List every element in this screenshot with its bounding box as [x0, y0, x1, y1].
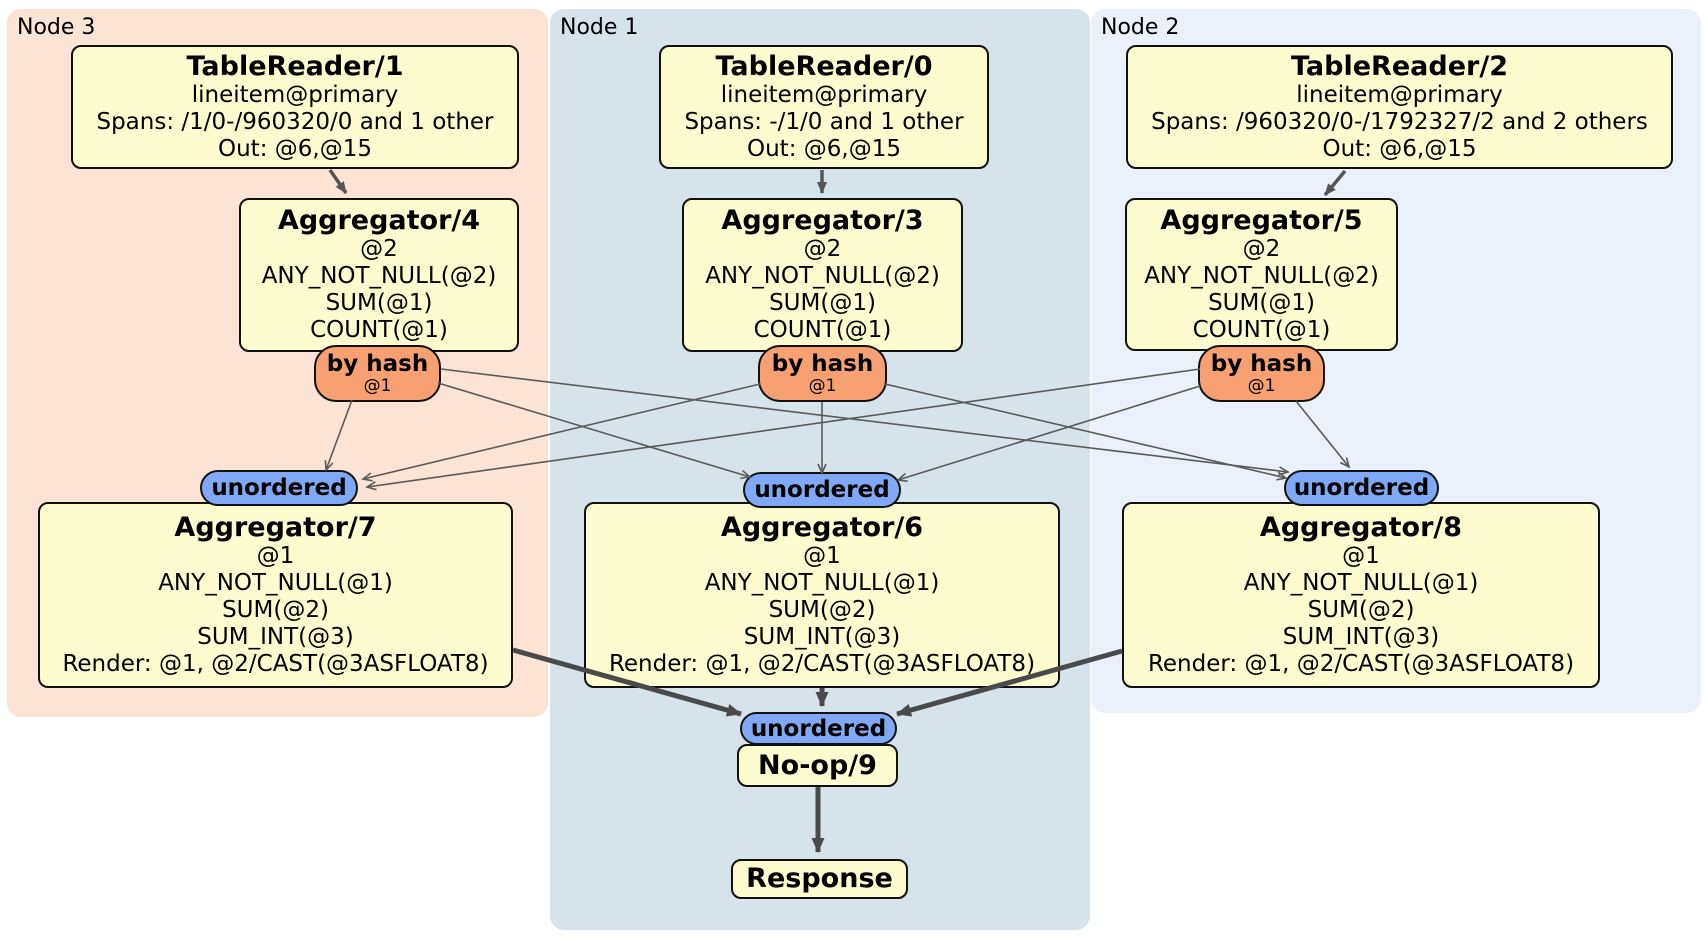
- tablereader-0-title: TableReader/0: [715, 50, 933, 82]
- tablereader-1-index: lineitem@primary: [191, 81, 399, 108]
- node-3-label: Node 3: [17, 15, 96, 40]
- tablereader-2-title: TableReader/2: [1291, 50, 1508, 82]
- aggregator-4-title: Aggregator/4: [277, 205, 481, 236]
- aggregator-3-fn3: COUNT(@1): [753, 317, 892, 343]
- aggregator-6-group: @1: [803, 542, 841, 569]
- response-title: Response: [746, 863, 893, 894]
- hash-router-node2: by hash @1: [1198, 345, 1325, 402]
- aggregator-5-fn2: SUM(@1): [1208, 289, 1315, 316]
- tablereader-1-spans: Spans: /1/0-/960320/0 and 1 other: [96, 108, 494, 135]
- hash-router-column: @1: [363, 375, 392, 396]
- aggregator-7-fn2: SUM(@2): [222, 596, 329, 623]
- unordered-sync-node1: unordered: [743, 472, 901, 508]
- hash-router-label: by hash: [326, 350, 429, 377]
- aggregator-5-box: Aggregator/5 @2 ANY_NOT_NULL(@2) SUM(@1)…: [1125, 198, 1398, 351]
- aggregator-3-fn1: ANY_NOT_NULL(@2): [705, 263, 940, 289]
- aggregator-7-box: Aggregator/7 @1 ANY_NOT_NULL(@1) SUM(@2)…: [38, 502, 513, 688]
- tablereader-0-index: lineitem@primary: [720, 81, 928, 108]
- tablereader-2-spans: Spans: /960320/0-/1792327/2 and 2 others: [1151, 108, 1648, 135]
- aggregator-8-box: Aggregator/8 @1 ANY_NOT_NULL(@1) SUM(@2)…: [1122, 502, 1600, 688]
- aggregator-4-box: Aggregator/4 @2 ANY_NOT_NULL(@2) SUM(@1)…: [239, 198, 519, 352]
- tablereader-0-box: TableReader/0 lineitem@primary Spans: -/…: [659, 45, 989, 169]
- aggregator-6-fn3: SUM_INT(@3): [743, 623, 901, 650]
- aggregator-8-title: Aggregator/8: [1259, 511, 1463, 543]
- unordered-sync-node3: unordered: [200, 470, 358, 506]
- node-2-label: Node 2: [1101, 15, 1180, 40]
- aggregator-4-fn2: SUM(@1): [325, 290, 433, 316]
- aggregator-8-fn2: SUM(@2): [1307, 596, 1415, 623]
- aggregator-4-fn1: ANY_NOT_NULL(@2): [261, 263, 497, 289]
- hash-router-column: @1: [1247, 375, 1276, 396]
- tablereader-0-spans: Spans: -/1/0 and 1 other: [684, 108, 964, 135]
- aggregator-6-fn2: SUM(@2): [768, 596, 876, 623]
- aggregator-3-group: @2: [803, 236, 842, 262]
- aggregator-4-group: @2: [360, 236, 398, 262]
- aggregator-3-box: Aggregator/3 @2 ANY_NOT_NULL(@2) SUM(@1)…: [682, 198, 963, 352]
- aggregator-8-fn3: SUM_INT(@3): [1282, 623, 1440, 650]
- unordered-sync-final: unordered: [740, 712, 897, 745]
- aggregator-8-fn1: ANY_NOT_NULL(@1): [1243, 569, 1479, 596]
- hash-router-node1: by hash @1: [758, 345, 887, 402]
- hash-router-node3: by hash @1: [314, 345, 441, 402]
- aggregator-8-group: @1: [1342, 542, 1380, 569]
- hash-router-column: @1: [808, 375, 837, 396]
- aggregator-7-render: Render: @1, @2/CAST(@3ASFLOAT8): [62, 650, 489, 677]
- aggregator-3-fn2: SUM(@1): [769, 290, 876, 316]
- aggregator-5-group: @2: [1242, 235, 1281, 262]
- aggregator-5-fn1: ANY_NOT_NULL(@2): [1144, 262, 1379, 289]
- node-1-label: Node 1: [560, 15, 639, 40]
- aggregator-6-render: Render: @1, @2/CAST(@3ASFLOAT8): [608, 650, 1036, 677]
- noop-title: No-op/9: [758, 749, 877, 781]
- aggregator-5-title: Aggregator/5: [1160, 204, 1363, 236]
- aggregator-8-render: Render: @1, @2/CAST(@3ASFLOAT8): [1147, 650, 1575, 677]
- tablereader-2-box: TableReader/2 lineitem@primary Spans: /9…: [1126, 45, 1673, 169]
- tablereader-1-title: TableReader/1: [186, 50, 404, 82]
- unordered-sync-node2: unordered: [1284, 470, 1439, 506]
- tablereader-2-out: Out: @6,@15: [1322, 135, 1477, 162]
- unordered-sync-label: unordered: [211, 475, 347, 501]
- aggregator-5-fn3: COUNT(@1): [1192, 316, 1331, 343]
- aggregator-7-title: Aggregator/7: [174, 511, 377, 543]
- aggregator-7-fn3: SUM_INT(@3): [197, 623, 354, 650]
- tablereader-1-out: Out: @6,@15: [218, 135, 372, 162]
- aggregator-7-group: @1: [256, 542, 295, 569]
- aggregator-7-fn1: ANY_NOT_NULL(@1): [158, 569, 393, 596]
- aggregator-6-box: Aggregator/6 @1 ANY_NOT_NULL(@1) SUM(@2)…: [584, 502, 1060, 688]
- hash-router-label: by hash: [771, 350, 874, 377]
- aggregator-3-title: Aggregator/3: [721, 205, 924, 236]
- hash-router-label: by hash: [1210, 350, 1313, 377]
- aggregator-6-title: Aggregator/6: [720, 511, 924, 543]
- response-box: Response: [731, 859, 908, 899]
- unordered-sync-label: unordered: [754, 477, 890, 503]
- noop-box: No-op/9: [737, 744, 898, 787]
- tablereader-2-index: lineitem@primary: [1296, 81, 1503, 108]
- tablereader-0-out: Out: @6,@15: [747, 135, 901, 162]
- aggregator-4-fn3: COUNT(@1): [310, 317, 448, 343]
- tablereader-1-box: TableReader/1 lineitem@primary Spans: /1…: [71, 45, 519, 169]
- aggregator-6-fn1: ANY_NOT_NULL(@1): [704, 569, 940, 596]
- unordered-sync-label: unordered: [750, 715, 887, 742]
- unordered-sync-label: unordered: [1293, 475, 1430, 501]
